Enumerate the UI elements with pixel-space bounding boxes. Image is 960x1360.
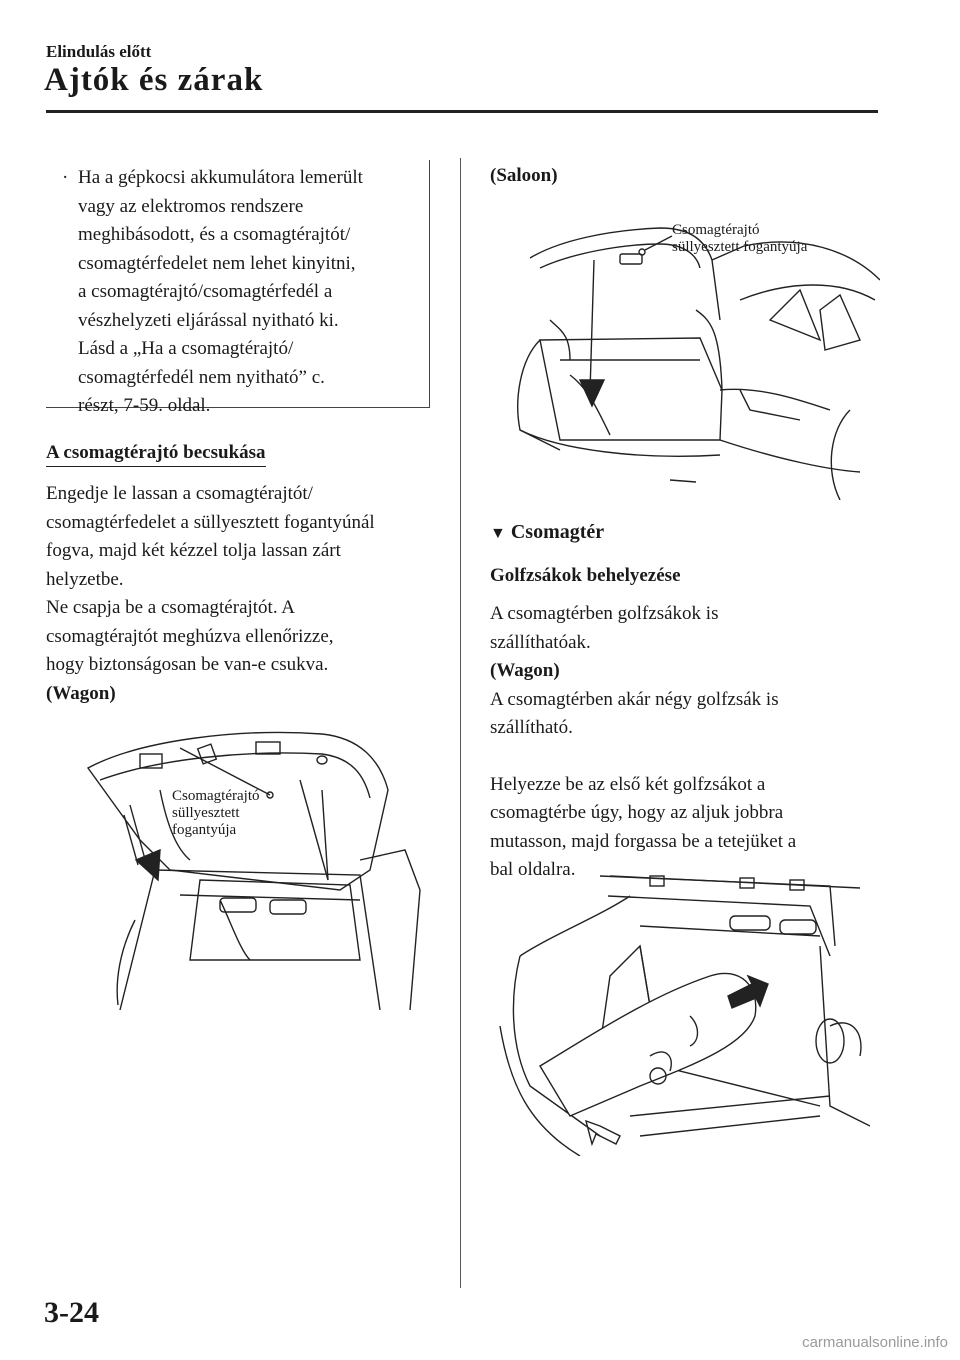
para-line: csomagtérfedelet a süllyesztett fogantyú…: [46, 511, 375, 533]
golf-bag-illustration: [499, 875, 870, 1156]
page-title: Ajtók és zárak: [44, 62, 264, 98]
instr-line: Helyezze be az első két golfzsákot a: [490, 773, 766, 795]
para-line: fogva, majd két kézzel tolja lassan zárt: [46, 540, 341, 561]
callout-line: Csomagtérajtó: [172, 788, 260, 804]
para-line: helyzetbe.: [46, 568, 124, 590]
note-line: Ha a gépkocsi akkumulátora lemerült: [78, 167, 363, 188]
title-rule: [46, 110, 878, 113]
note-bullet: ·: [62, 167, 69, 188]
wagon-liftgate-illustration: [86, 731, 421, 1010]
para-line: hogy biztonságosan be van-e csukva.: [46, 654, 329, 675]
spacer: [490, 743, 890, 771]
note-line: részt, 7-59. oldal.: [78, 395, 211, 416]
wagon-line: szállítható.: [490, 717, 573, 738]
wagon-line: A csomagtérben akár négy golfzsák is: [490, 688, 779, 710]
column-divider: [460, 158, 461, 1288]
golf-bags-text: A csomagtérben golfzsákok is szállítható…: [490, 600, 890, 885]
note-line: vagy az elektromos rendszere: [78, 195, 304, 217]
page-number: 3-24: [44, 1296, 99, 1329]
golf-bags-heading: Golfzsákok behelyezése: [490, 565, 681, 586]
callout-line: fogantyúja: [172, 822, 237, 838]
cargo-heading-text: Csomagtér: [510, 521, 605, 543]
note-line: csomagtérfedelet nem lehet kinyitni,: [78, 252, 356, 274]
intro-line: A csomagtérben golfzsákok is: [490, 603, 719, 624]
intro-line: szállíthatóak.: [490, 631, 591, 653]
note-line: vészhelyzeti eljárással nyitható ki.: [78, 309, 339, 331]
closing-paragraph: Engedje le lassan a csomagtérajtót/ csom…: [46, 480, 456, 708]
para-line: Ne csapja be a csomagtérajtót. A: [46, 597, 296, 618]
note-box: [46, 160, 430, 408]
closing-heading: A csomagtérajtó becsukása: [46, 442, 266, 467]
section-label: Elindulás előtt: [46, 42, 152, 61]
note-text: Ha a gépkocsi akkumulátora lemerült vagy…: [78, 164, 428, 421]
para-line: Engedje le lassan a csomagtérajtót/: [46, 483, 313, 504]
callout-line: Csomagtérajtó: [672, 222, 760, 238]
saloon-callout: Csomagtérajtó süllyesztett fogantyúja: [672, 222, 807, 256]
instr-line: mutasson, majd forgassa be a tetejüket a: [490, 830, 797, 852]
note-line: Lásd a „Ha a csomagtérajtó/: [78, 338, 294, 359]
note-line: a csomagtérajtó/csomagtérfedél a: [78, 281, 333, 302]
callout-line: süllyesztett: [172, 805, 240, 821]
para-line: csomagtérajtót meghúzva ellenőrizze,: [46, 625, 334, 647]
saloon-trunk-illustration: [517, 227, 880, 500]
instr-line: bal oldalra.: [490, 859, 576, 880]
wagon-label: (Wagon): [490, 660, 560, 681]
cargo-section-heading: ▼ Csomagtér: [490, 518, 604, 549]
wagon-label: (Wagon): [46, 682, 116, 704]
triangle-marker-icon: ▼: [490, 525, 506, 542]
note-line: csomagtérfedél nem nyitható” c.: [78, 366, 325, 388]
note-line: meghibásodott, és a csomagtérajtót/: [78, 224, 351, 245]
callout-line: süllyesztett fogantyúja: [672, 239, 808, 255]
saloon-label: (Saloon): [490, 165, 558, 186]
instr-line: csomagtérbe úgy, hogy az aljuk jobbra: [490, 802, 784, 823]
watermark: carmanualsonline.info: [802, 1334, 948, 1351]
wagon-callout: Csomagtérajtó süllyesztett fogantyúja: [172, 788, 259, 839]
